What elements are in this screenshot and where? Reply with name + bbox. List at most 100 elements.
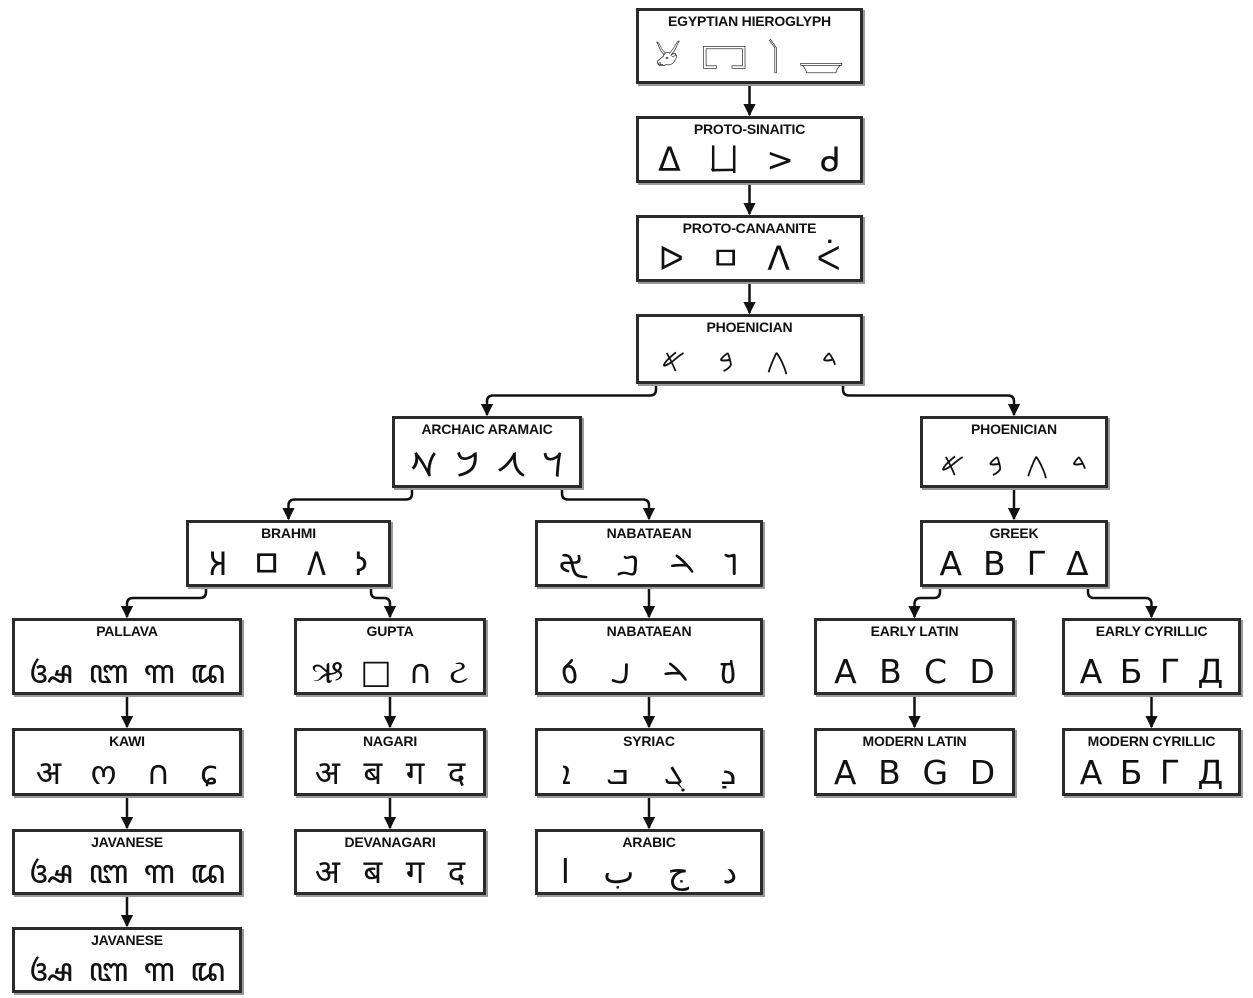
node-title: SYRIAC <box>623 733 675 749</box>
glyph: 𓃾 <box>655 40 682 80</box>
glyph: D <box>969 752 996 792</box>
glyph: 𐤂 <box>1025 444 1049 484</box>
glyph: ग <box>405 752 425 792</box>
glyph: Г <box>1159 651 1180 691</box>
glyph: B <box>879 651 902 691</box>
node-title: KAWI <box>109 733 145 749</box>
node-title: MODERN LATIN <box>862 733 967 749</box>
glyph: ग <box>405 851 425 891</box>
glyph: 𐢁 <box>560 651 579 691</box>
glyph: द <box>447 851 466 891</box>
glyph: ܓ <box>663 752 685 792</box>
node-title: DEVANAGARI <box>344 834 436 850</box>
glyph: 𐢄 <box>664 651 687 691</box>
node-title: EGYPTIAN HIEROGLYPH <box>668 13 831 29</box>
glyph: 𐤀 <box>661 340 686 380</box>
node-title: PALLAVA <box>96 623 158 639</box>
glyph: > <box>766 139 794 179</box>
node-title: NABATAEAN <box>606 623 692 639</box>
glyph: ᑯ <box>820 139 841 179</box>
glyph: ꦒ <box>143 851 175 891</box>
glyph: А <box>1079 651 1103 691</box>
link-archaic-aramaic-to-nabataean <box>560 488 656 521</box>
glyph: ㄩ <box>706 139 740 179</box>
node-title: PHOENICIAN <box>971 421 1057 437</box>
glyph: Β <box>983 543 1006 583</box>
glyph: Б <box>1119 651 1143 691</box>
node-title: EARLY LATIN <box>870 623 959 639</box>
glyph: ꦄ <box>28 851 73 891</box>
glyph: 𐤃 <box>1071 444 1088 484</box>
node-title: GREEK <box>989 525 1039 541</box>
glyph: 𐢆 <box>720 651 738 691</box>
node-title: NAGARI <box>362 733 418 749</box>
link-brahmi-to-gupta <box>369 587 397 619</box>
glyph: 𑀕 <box>305 543 328 583</box>
glyph: 𐢀 <box>559 543 587 583</box>
link-phoenician-main-to-phoenician-right <box>841 384 1021 417</box>
glyph: 𓌙 <box>767 40 779 80</box>
glyph: A <box>834 651 857 691</box>
glyph: ㅁ <box>710 238 741 278</box>
node-title: ARABIC <box>622 834 676 850</box>
glyph: A <box>833 752 857 792</box>
node-title: BRAHMI <box>261 525 316 541</box>
glyph: ઋ <box>311 651 344 691</box>
node-title: PROTO-SINAITIC <box>693 121 806 137</box>
glyph: G <box>922 752 949 792</box>
glyph: ꦢ <box>190 651 226 691</box>
glyph: 𐡀 <box>410 444 438 484</box>
glyph: अ <box>314 851 340 891</box>
node-title: EARLY CYRILLIC <box>1095 623 1208 639</box>
link-greek-to-early-cyrillic <box>1086 587 1158 619</box>
glyph: ꦧ <box>88 949 129 989</box>
glyph: А <box>1079 752 1103 792</box>
glyph: Д <box>1197 651 1224 691</box>
glyph: 𐡁 <box>455 444 480 484</box>
glyph: ج <box>667 851 690 891</box>
glyph: 𐡃 <box>543 444 564 484</box>
glyph: ᐹ <box>816 238 841 278</box>
glyph: ब <box>363 752 383 792</box>
glyph: Δ <box>1065 543 1089 583</box>
node-title: PROTO-CANAANITE <box>682 220 817 236</box>
glyph: Α <box>939 543 963 583</box>
glyph: 𐤁 <box>987 444 1003 484</box>
glyph: 𓉐 <box>701 40 747 80</box>
glyph: ܒ <box>606 752 629 792</box>
node-title: MODERN CYRILLIC <box>1087 733 1216 749</box>
glyph: ꦧ <box>88 651 129 691</box>
glyph: ꦧ <box>88 851 129 891</box>
glyph: ا <box>560 851 570 891</box>
glyph: ꦢ <box>190 949 226 989</box>
glyph: ∩ <box>408 651 433 691</box>
node-title: JAVANESE <box>91 834 163 850</box>
